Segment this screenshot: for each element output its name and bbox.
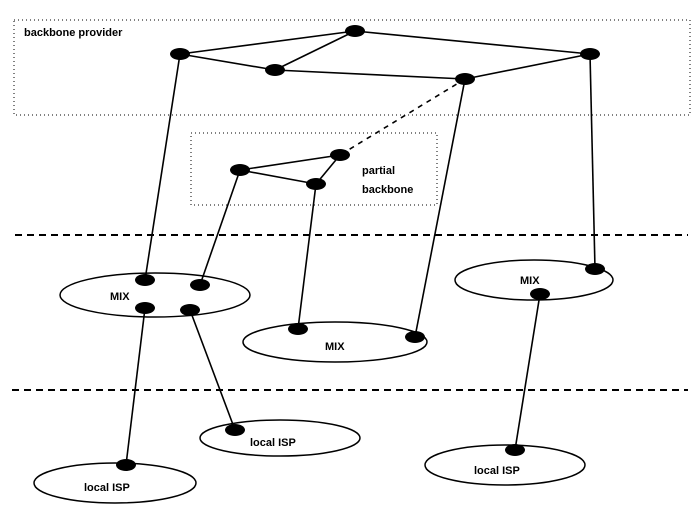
- link: [199, 169, 241, 286]
- router-node: [505, 444, 525, 456]
- router-node: [170, 48, 190, 60]
- mix-label-1: MIX: [110, 291, 130, 303]
- backbone-provider-label: backbone provider: [24, 27, 123, 39]
- link: [274, 30, 356, 71]
- link: [354, 30, 591, 55]
- routers: [116, 25, 605, 471]
- link: [189, 309, 236, 431]
- link: [239, 154, 341, 171]
- link: [514, 293, 541, 451]
- router-node: [585, 263, 605, 275]
- isp-label-2: local ISP: [84, 482, 130, 494]
- mix-label-3: MIX: [520, 275, 540, 287]
- router-node: [135, 302, 155, 314]
- mix-ellipse-2: [242, 321, 428, 363]
- isp-ellipse-3: [424, 444, 586, 486]
- partial-peering-link: [339, 78, 466, 156]
- router-node: [135, 274, 155, 286]
- isp-label-3: local ISP: [474, 465, 520, 477]
- router-node: [288, 323, 308, 335]
- link: [414, 78, 466, 338]
- mix-ellipse-3: [454, 259, 614, 301]
- router-node: [180, 304, 200, 316]
- link: [297, 183, 317, 330]
- router-node: [190, 279, 210, 291]
- router-node: [306, 178, 326, 190]
- mix-ellipse-1: [59, 272, 251, 318]
- router-node: [530, 288, 550, 300]
- router-node: [580, 48, 600, 60]
- links: [125, 30, 596, 466]
- router-node: [230, 164, 250, 176]
- link: [125, 307, 146, 466]
- link: [179, 30, 356, 55]
- router-node: [330, 149, 350, 161]
- backbone-provider-region: [13, 19, 691, 116]
- link: [239, 169, 317, 185]
- mix-label-2: MIX: [325, 341, 345, 353]
- router-node: [265, 64, 285, 76]
- partial-backbone-label-1: partial: [362, 165, 395, 177]
- link: [179, 53, 276, 71]
- link: [589, 53, 596, 270]
- router-node: [116, 459, 136, 471]
- router-node: [225, 424, 245, 436]
- isp-label-1: local ISP: [250, 437, 296, 449]
- router-node: [405, 331, 425, 343]
- isp-ellipse-2: [33, 462, 197, 504]
- router-node: [345, 25, 365, 37]
- router-node: [455, 73, 475, 85]
- link: [464, 53, 591, 80]
- link: [144, 53, 181, 281]
- link: [274, 69, 466, 80]
- partial-backbone-label-2: backbone: [362, 184, 413, 196]
